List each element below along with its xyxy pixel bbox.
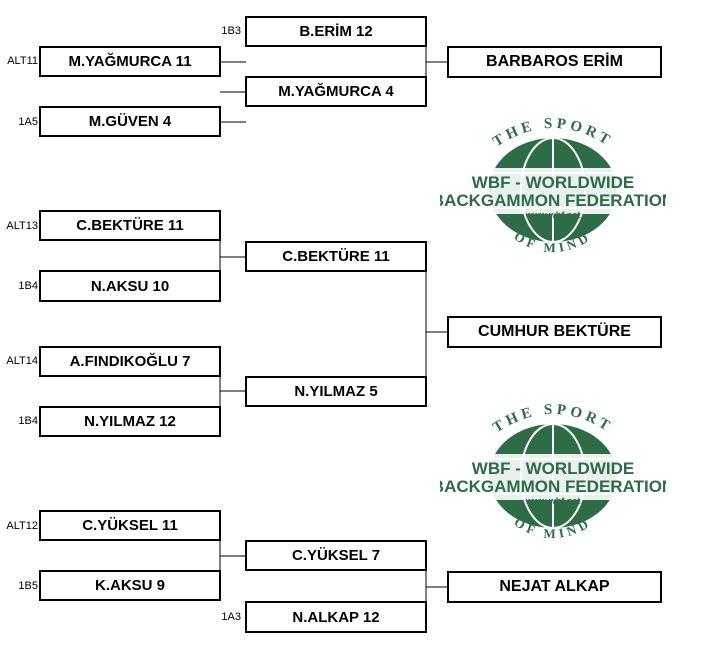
seed-tag: 1B4 [18,415,38,427]
wbf-logo: THE SPORT WBF - WORLDWIDE BACKGAMMON FED… [440,118,666,255]
player-box: C.YÜKSEL 7 [245,540,427,571]
player-box: A.FINDIKOĞLU 7 [39,346,221,377]
seed-tag: ALT14 [6,355,38,367]
player-box: N.AKSU 10 [39,270,221,302]
player-box: N.ALKAP 12 [245,601,427,633]
winner-box: CUMHUR BEKTÜRE [447,316,662,348]
seed-tag: 1B5 [18,580,38,592]
player-box: M.YAĞMURCA 11 [39,46,221,77]
seed-tag: 1A5 [18,116,38,128]
seed-tag: 1A3 [221,611,241,623]
winner-box: BARBAROS ERİM [447,46,662,78]
svg-text:BACKGAMMON FEDERATION: BACKGAMMON FEDERATION [440,477,666,496]
player-box: C.BEKTÜRE 11 [245,241,427,272]
svg-text:BACKGAMMON FEDERATION: BACKGAMMON FEDERATION [440,191,666,210]
seed-tag: 1B4 [18,280,38,292]
player-box: M.YAĞMURCA 4 [245,76,427,107]
player-box: M.GÜVEN 4 [39,106,221,137]
winner-box: NEJAT ALKAP [447,571,662,603]
seed-tag: 1B3 [221,25,241,37]
player-box: K.AKSU 9 [39,570,221,601]
player-box: N.YILMAZ 5 [245,376,427,407]
svg-text:www.wbf.net: www.wbf.net [525,496,581,506]
seed-tag: ALT13 [6,220,38,232]
player-box: C.YÜKSEL 11 [39,510,221,541]
svg-text:WBF - WORLDWIDE: WBF - WORLDWIDE [472,459,634,478]
player-box: C.BEKTÜRE 11 [39,210,221,241]
player-box: N.YILMAZ 12 [39,406,221,437]
svg-text:www.wbf.net: www.wbf.net [525,210,581,220]
wbf-logo: THE SPORT WBF - WORLDWIDE BACKGAMMON FED… [440,404,666,541]
player-box: B.ERİM 12 [245,16,427,47]
svg-text:WBF - WORLDWIDE: WBF - WORLDWIDE [472,173,634,192]
seed-tag: ALT12 [6,520,38,532]
seed-tag: ALT11 [7,55,38,67]
